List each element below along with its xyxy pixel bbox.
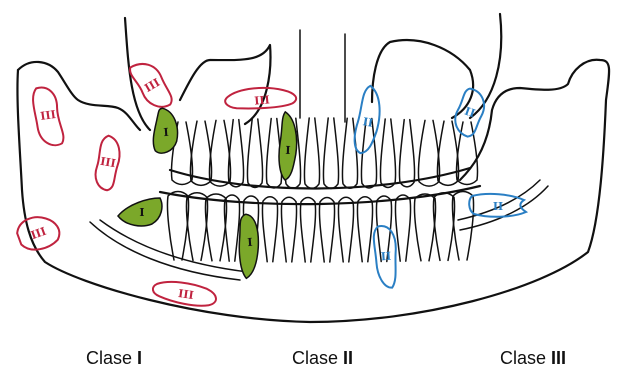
class-II-tooth-mark: II	[450, 87, 489, 139]
upper-tooth	[380, 119, 395, 187]
lower-tooth	[395, 195, 410, 261]
lower-tooth	[414, 194, 435, 261]
caption-class-II-prefix: Clase	[292, 348, 343, 368]
class-II-tooth-mark: II	[469, 194, 526, 217]
lower-tooth	[433, 193, 454, 261]
upper-skull-outline	[125, 14, 501, 130]
class-I-tooth-mark: I	[278, 112, 298, 181]
upper-tooth	[247, 119, 262, 187]
class-I-tooth-mark: I	[151, 107, 179, 153]
class-II-tooth-mark: II	[373, 225, 399, 289]
lower-tooth	[205, 194, 226, 261]
lower-tooth	[452, 192, 473, 261]
caption-class-II: Clase II	[292, 348, 353, 369]
class-I-numeral: I	[139, 206, 144, 219]
class-III-numeral: III	[99, 155, 116, 170]
lower-tooth	[319, 197, 334, 262]
class-II-numeral: II	[493, 200, 503, 213]
lower-tooth	[357, 197, 372, 262]
left-nasal-arc	[180, 45, 270, 124]
class-III-numeral: III	[177, 287, 194, 302]
class-I-numeral: I	[285, 144, 291, 157]
lower-tooth	[338, 197, 353, 262]
class-I-numeral: I	[247, 236, 253, 249]
caption-class-III-prefix: Clase	[500, 348, 551, 368]
lower-teeth	[167, 192, 473, 262]
right-nasal-arc	[372, 40, 473, 118]
upper-tooth	[323, 118, 338, 188]
lower-tooth	[281, 197, 296, 262]
mandibular-canal-left	[90, 222, 240, 280]
caption-class-I-prefix: Clase	[86, 348, 137, 368]
caption-class-I: Clase I	[86, 348, 142, 369]
lower-tooth	[167, 192, 188, 261]
class-III-tooth-mark: III	[31, 85, 64, 147]
class-III-tooth-mark: III	[93, 135, 123, 192]
class-I-tooth-mark: I	[118, 198, 162, 226]
lower-tooth	[262, 197, 277, 262]
jaw-drawing: III III III III III III	[0, 0, 620, 340]
upper-tooth	[399, 120, 414, 187]
caption-class-III-numeral: III	[551, 348, 566, 368]
class-II-numeral: II	[380, 250, 391, 264]
class-III-tooth-mark: III	[14, 210, 63, 255]
class-II-tooth-mark: II	[352, 85, 385, 156]
class-III-numeral: III	[142, 76, 162, 95]
central-septum	[300, 30, 345, 122]
class-III-numeral: III	[40, 108, 57, 123]
class-I-numeral: I	[163, 126, 169, 139]
class-III-tooth-mark: III	[128, 56, 176, 114]
class-III-marks: III III III III III III	[14, 56, 297, 308]
upper-tooth	[209, 120, 230, 186]
class-III-numeral: III	[29, 225, 48, 242]
lower-tooth	[186, 193, 207, 261]
caption-class-I-numeral: I	[137, 348, 142, 368]
class-III-numeral: III	[254, 93, 271, 107]
upper-tooth	[304, 118, 319, 188]
caption-class-III: Clase III	[500, 348, 566, 369]
lower-tooth	[300, 197, 315, 262]
caption-class-II-numeral: II	[343, 348, 353, 368]
class-III-tooth-mark: III	[224, 85, 297, 112]
